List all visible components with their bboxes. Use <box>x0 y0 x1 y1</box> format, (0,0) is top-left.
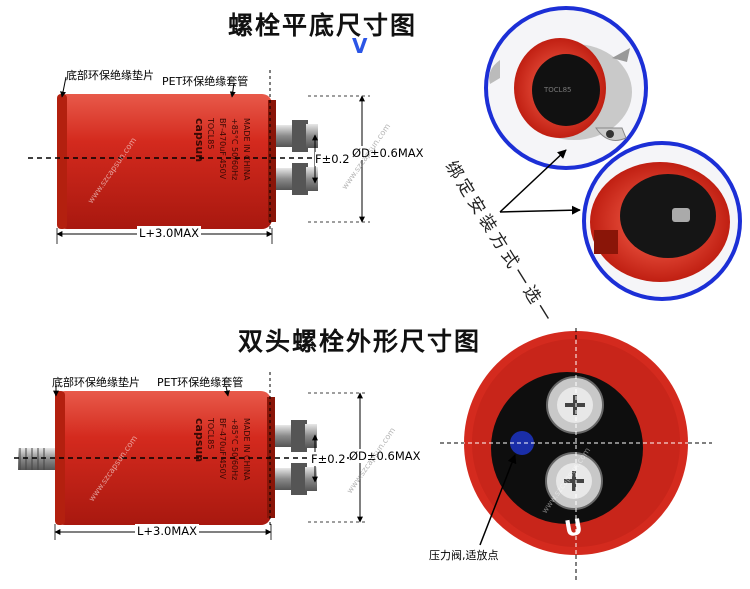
label-sleeve-bottom: PET环保绝缘套管 <box>157 376 244 389</box>
dim-d-bottom: ØD±0.6MAX <box>349 449 421 463</box>
svg-text:TOCL85: TOCL85 <box>543 86 571 94</box>
svg-text:TOCL85: TOCL85 <box>206 117 215 149</box>
svg-text:MADE IN CHINA: MADE IN CHINA <box>242 118 251 181</box>
dim-f-top: F±0.2 <box>315 152 350 166</box>
svg-text:+85°C 50/60Hz: +85°C 50/60Hz <box>230 418 239 480</box>
label-bottom-pad-top: 底部环保绝缘垫片 <box>66 69 154 82</box>
dim-l-bottom: L+3.0MAX <box>135 524 199 538</box>
dim-d-top: ØD±0.6MAX <box>352 146 424 160</box>
vent-label: 压力阀,适放点 <box>429 549 499 562</box>
title-flat-bottom: 螺栓平底尺寸图 <box>228 11 418 40</box>
dim-l-top: L+3.0MAX <box>137 226 201 240</box>
top-view-terminal: U <box>440 328 712 580</box>
svg-text:+85°C 50/60Hz: +85°C 50/60Hz <box>230 118 239 180</box>
capacitor-top: capsun TOCL85 BF-470uF 450V +85°C 50/60H… <box>57 94 318 229</box>
svg-text:MADE IN CHINA: MADE IN CHINA <box>242 418 251 481</box>
label-bottom-pad-bottom: 底部环保绝缘垫片 <box>52 376 140 389</box>
svg-text:BF-470uF 450V: BF-470uF 450V <box>218 418 227 480</box>
svg-text:capsun: capsun <box>193 418 206 462</box>
svg-text:TOCL85: TOCL85 <box>206 417 215 449</box>
label-sleeve-top: PET环保绝缘套管 <box>162 75 249 88</box>
install-view-1: TOCL85 <box>484 6 648 170</box>
svg-text:BF-470uF 450V: BF-470uF 450V <box>218 118 227 180</box>
v-marker: V <box>352 34 368 58</box>
install-view-2 <box>582 141 742 301</box>
svg-text:U: U <box>563 515 585 543</box>
title-double-bolt: 双头螺栓外形尺寸图 <box>238 327 482 356</box>
dim-f-bottom: F±0.2 <box>311 452 346 466</box>
svg-text:capsun: capsun <box>193 118 206 162</box>
